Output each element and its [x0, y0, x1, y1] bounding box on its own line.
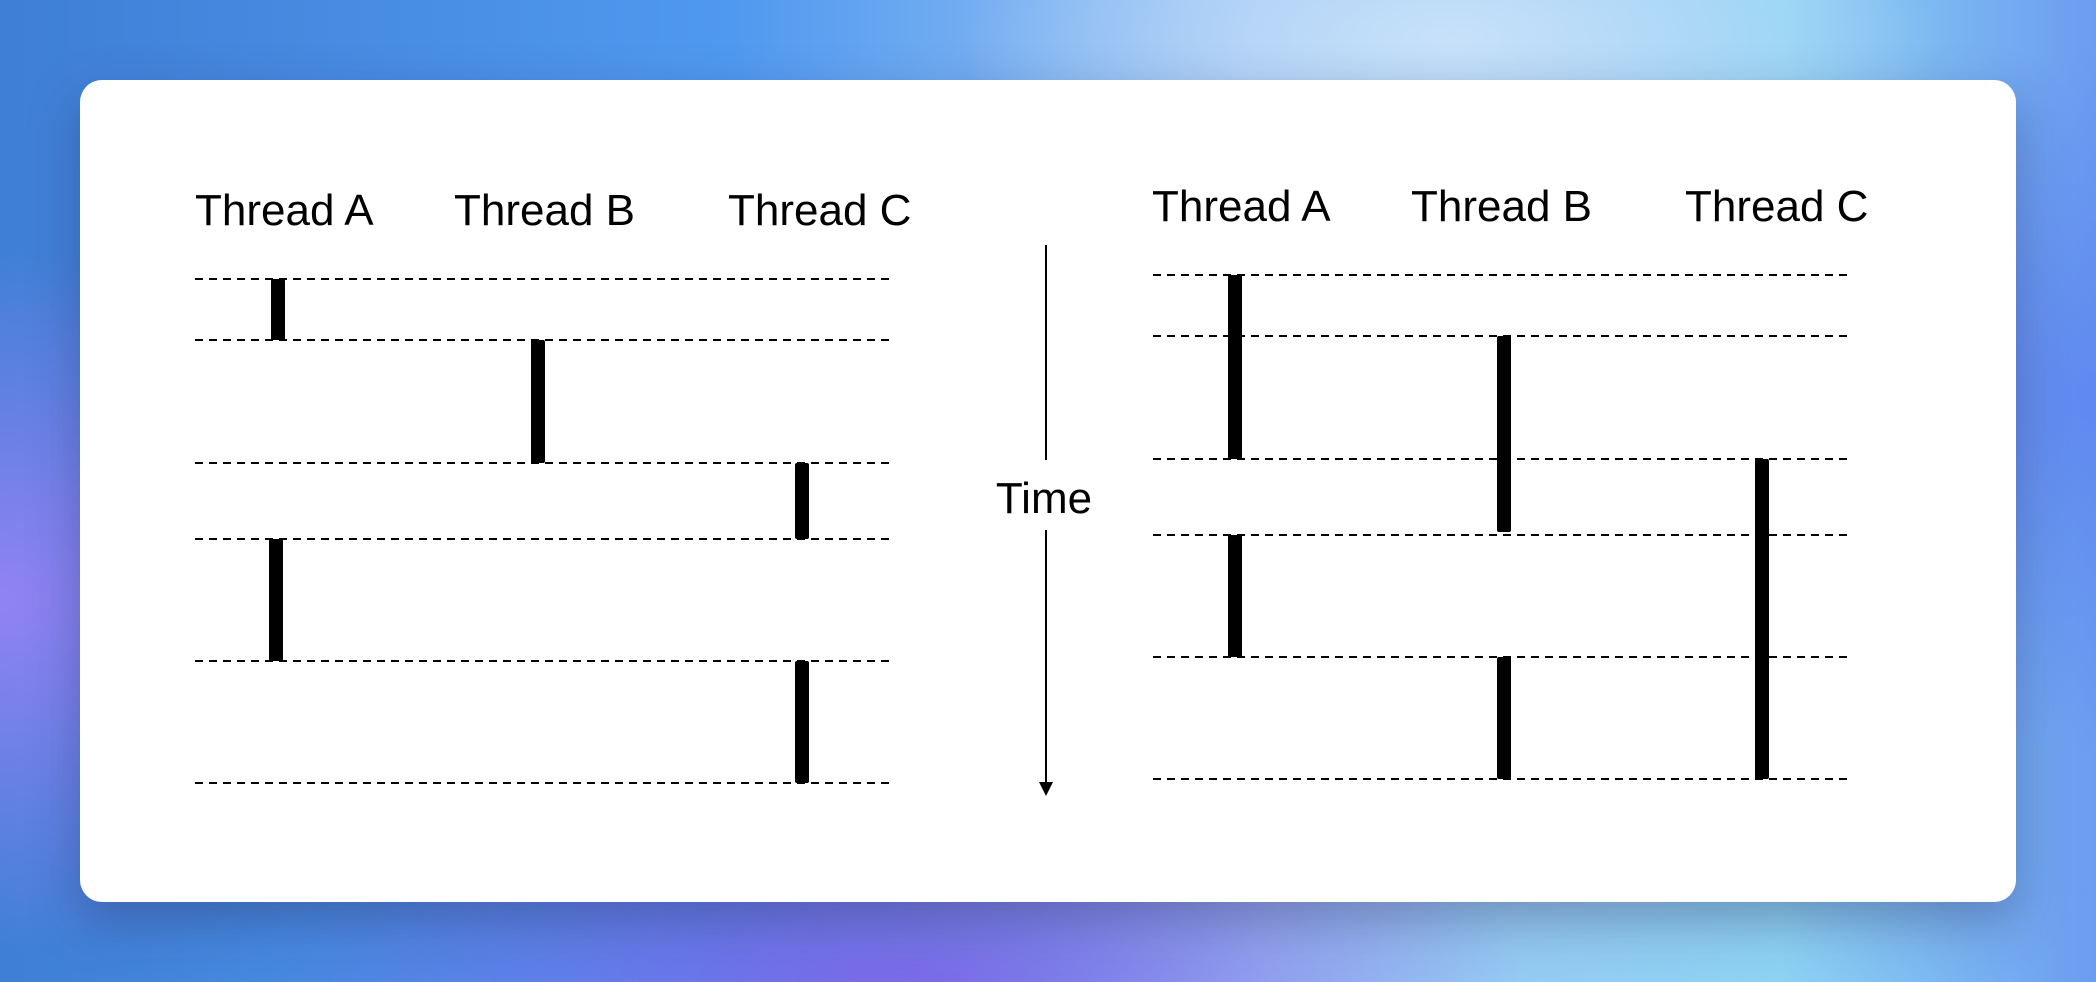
left-execution-bar-3: [795, 463, 809, 539]
left-execution-bar-1: [271, 279, 285, 340]
left-header-thread-c: Thread C: [728, 186, 911, 235]
left-header-thread-a: Thread A: [195, 186, 374, 235]
left-execution-bar-4: [269, 539, 283, 661]
time-axis: Time: [996, 245, 1092, 796]
left-execution-bar-5: [795, 661, 809, 783]
time-label: Time: [996, 474, 1092, 523]
left-panel: Thread A Thread B Thread C: [195, 186, 911, 784]
left-header-thread-b: Thread B: [454, 186, 635, 235]
time-arrow-head: [1039, 782, 1053, 796]
right-execution-bar-1: [1228, 275, 1242, 459]
right-execution-bar-3: [1497, 336, 1511, 532]
thread-timeline-diagram: Thread A Thread B Thread C Time Thread A…: [195, 182, 1868, 796]
diagram-card: Thread A Thread B Thread C Time Thread A…: [80, 80, 2016, 902]
left-execution-bar-2: [531, 340, 545, 463]
right-header-thread-b: Thread B: [1411, 182, 1592, 231]
right-header-thread-a: Thread A: [1152, 182, 1331, 231]
right-execution-bar-5: [1755, 459, 1769, 779]
right-execution-bar-2: [1228, 535, 1242, 657]
right-header-thread-c: Thread C: [1685, 182, 1868, 231]
right-execution-bars: [1228, 275, 1769, 779]
time-label-gap: [1020, 460, 1072, 530]
left-execution-bars: [269, 279, 809, 783]
right-panel: Thread A Thread B Thread C: [1152, 182, 1868, 780]
right-execution-bar-4: [1497, 657, 1511, 779]
left-time-gridlines: [195, 278, 895, 784]
